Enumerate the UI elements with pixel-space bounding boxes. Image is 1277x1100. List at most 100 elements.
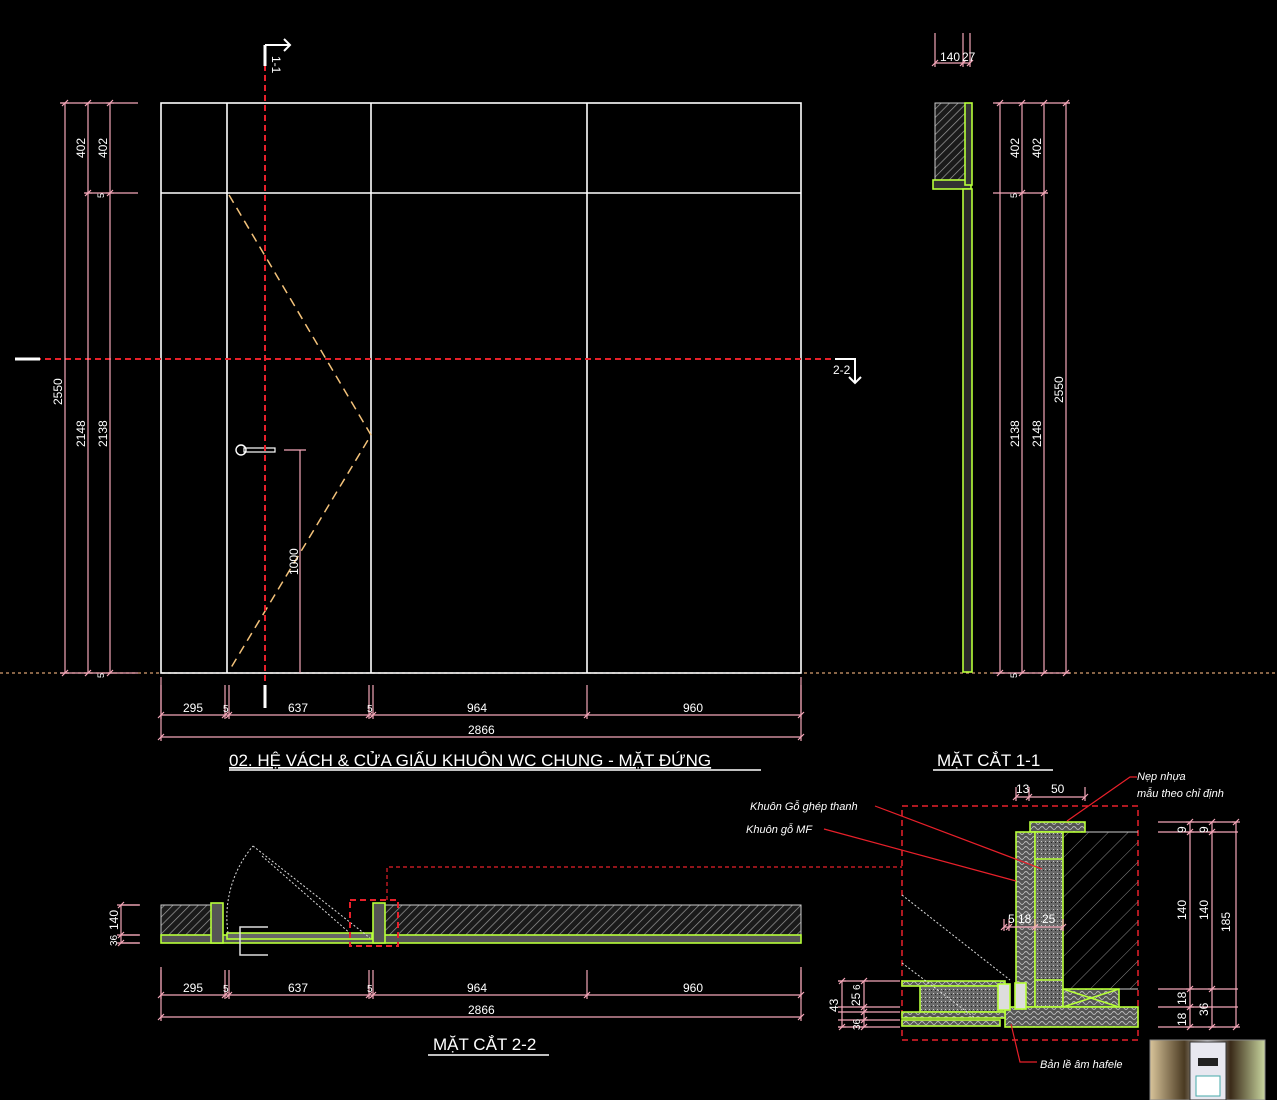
door-skin [901,1011,1006,1019]
dim-text: 5 [1008,912,1015,926]
dimension-line [369,991,377,999]
dim-text: 18 [1018,912,1032,926]
dim-text: 2138 [1008,420,1022,447]
dim-text: 25 [1042,912,1056,926]
dim-text: 140 [940,50,960,64]
detail-callout-leader [386,866,902,900]
dim-text: 295 [183,981,203,995]
frame-piece [372,902,386,944]
label-plastic-trim: Nẹp nhựa [1137,771,1186,783]
handle-height-dim: 1000 [287,548,301,575]
wall-hatch [160,904,212,936]
dim-text: 402 [1008,138,1022,158]
leader-line [1010,1023,1037,1063]
section-1-1-detail: MẶT CẮT 1-1 Nẹp nhựa mẫu theo chỉ định K… [746,751,1266,1100]
dimension-line [966,59,974,67]
dim-text: 9 [1175,826,1189,833]
dimension-line [931,59,939,67]
section-2-2-view: 140 36 295 5 637 5 964 960 2866 MẶT CẮT … [107,845,902,1056]
dimension-line [1012,793,1020,801]
dim-text: 5 [367,984,373,995]
section-1-1-title: MẶT CẮT 1-1 [937,751,1040,770]
dim-text: 9 [1197,826,1211,833]
elevation-title: 02. HỆ VÁCH & CỬA GIẤU KHUÔN WC CHUNG - … [229,751,711,770]
dim-text: 5 [96,673,106,678]
door-leaf-section [962,188,973,673]
dim-text: 2550 [51,378,65,405]
dimension-line [1059,923,1067,931]
dimension-line [1081,793,1089,801]
dim-text: 402 [74,138,88,158]
elevation-view: 1-1 2-2 402 402 5 2550 2148 2138 5 1000 … [0,38,1277,771]
dim-text: 402 [1030,138,1044,158]
section-label-2-2: 2-2 [833,363,851,377]
base-strip [160,934,802,944]
dimension-line [221,711,229,719]
dimension-line [225,991,233,999]
dim-text: 140 [1175,900,1189,920]
bottom-dimension-lines [157,677,805,741]
dim-text: 18 [1175,1012,1189,1026]
dimension-line [1000,923,1008,931]
dim-text: 43 [827,998,841,1012]
dim-text: 5 [96,193,106,198]
dim-text: 140 [1197,900,1211,920]
dim-text: 5 [223,704,229,715]
label-finger-joint-frame: Khuôn Gỗ ghép thanh [750,800,858,813]
wall-hatch [934,102,966,186]
dimension-line [221,991,229,999]
dimension-line [1025,793,1033,801]
door-swing-line [901,962,976,1019]
section-arrow-icon [265,38,292,52]
dimension-line [365,991,373,999]
plastic-trim [1029,821,1086,833]
dim-text: 27 [962,50,976,64]
dim-text: 960 [683,701,703,715]
door-open-position [252,845,371,939]
dimension-line [157,1013,165,1021]
label-mf-frame: Khuôn gỗ MF [746,823,813,836]
door-core [919,985,1006,1013]
frame-piece [964,102,973,186]
leader-line [1066,776,1137,822]
dim-text: 36 [852,1018,863,1030]
detail-dimension-lines [838,787,1240,1031]
hinge-part [997,983,1011,1011]
dimension-line [365,711,373,719]
dim-text: 964 [467,701,487,715]
dimension-line [797,1013,805,1021]
door-skin [901,1019,1001,1027]
door-handle-icon [235,444,276,456]
blocking-cross [1062,988,1120,1008]
section-2-2-title: MẶT CẮT 2-2 [433,1035,536,1054]
dimension-line [157,733,165,741]
dim-text: 2138 [96,420,110,447]
dimension-line [959,59,967,67]
dim-text: 36 [1197,1002,1211,1016]
label-hinge: Bản lề âm hafele [1040,1059,1123,1071]
dim-text: 50 [1051,782,1065,796]
wall-hatch [384,904,802,936]
left-dimension-lines [60,99,138,677]
dim-text: 25 [849,992,863,1006]
side-section-view: 140 27 402 402 5 2138 2148 2550 5 [931,33,1070,678]
frame-piece [210,902,224,944]
hinge-photo [1149,1039,1266,1100]
dimension-line [583,711,591,719]
dim-text: 637 [288,981,308,995]
dim-text: 2148 [74,420,88,447]
dimension-line [225,711,233,719]
dim-text: 964 [467,981,487,995]
dim-text: 2866 [468,1003,495,1017]
handle-icon [239,926,268,956]
door-swing-indicator [228,194,372,672]
dim-text: 36 [109,934,120,946]
leader-line [823,828,1017,882]
dimension-line [797,733,805,741]
dim-text: 13 [1016,782,1030,796]
dim-text: 402 [96,138,110,158]
dim-text: 295 [183,701,203,715]
label-plastic-trim-note: mẫu theo chỉ định [1137,787,1224,800]
dim-text: 5 [1009,193,1019,198]
dim-text: 6 [852,984,863,990]
